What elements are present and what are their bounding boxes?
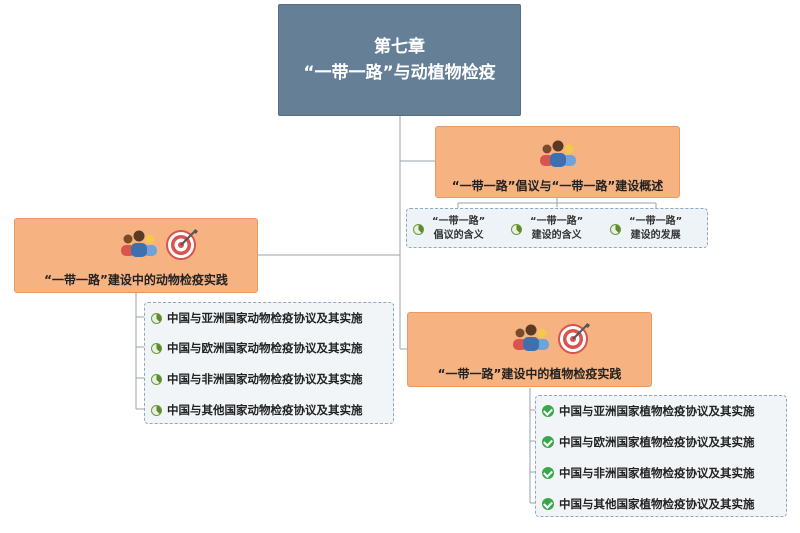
root-topic[interactable]: 第七章 “一带一路”与动植物检疫 — [278, 4, 521, 116]
people-icon — [513, 324, 549, 351]
list-item[interactable]: 中国与欧洲国家植物检疫协议及其实施 — [536, 427, 786, 457]
list-item[interactable]: 中国与亚洲国家动物检疫协议及其实施 — [145, 303, 393, 333]
list-item-label: 中国与其他国家植物检疫协议及其实施 — [559, 497, 755, 511]
list-item-label: 中国与非洲国家动物检疫协议及其实施 — [167, 372, 363, 386]
overview-subtopics: “一带一路” 倡议的含义 “一带一路” 建设的含义 “一带一路” 建设的发展 — [406, 208, 708, 248]
subtopic-line2: 建设的发展 — [630, 230, 681, 241]
subtopic-item[interactable]: “一带一路” 建设的发展 — [610, 213, 705, 245]
target-icon — [166, 229, 198, 260]
progress-icon — [151, 373, 162, 385]
subtopic-item[interactable]: “一带一路” 建设的含义 — [511, 213, 606, 245]
subtopic-line1: “一带一路” — [432, 216, 486, 227]
list-item-label: 中国与其他国家动物检疫协议及其实施 — [167, 403, 363, 417]
progress-icon — [511, 223, 522, 235]
list-item-label: 中国与欧洲国家植物检疫协议及其实施 — [559, 435, 755, 449]
subtopic-line1: “一带一路” — [530, 216, 584, 227]
topic-plant-quarantine[interactable]: “一带一路”建设中的植物检疫实践 — [407, 312, 652, 387]
list-item-label: 中国与欧洲国家动物检疫协议及其实施 — [167, 341, 363, 355]
people-icon — [540, 140, 576, 167]
list-item[interactable]: 中国与非洲国家动物检疫协议及其实施 — [145, 364, 393, 394]
subtopic-line2: 建设的含义 — [531, 230, 582, 241]
list-item[interactable]: 中国与其他国家植物检疫协议及其实施 — [536, 489, 786, 519]
subtopic-line2: 倡议的含义 — [433, 230, 484, 241]
list-item-label: 中国与非洲国家植物检疫协议及其实施 — [559, 466, 755, 480]
root-title-line1: 第七章 — [374, 37, 425, 57]
subtopic-line1: “一带一路” — [629, 216, 683, 227]
root-title-line2: “一带一路”与动植物检疫 — [303, 63, 496, 83]
list-item[interactable]: 中国与欧洲国家动物检疫协议及其实施 — [145, 333, 393, 363]
list-item-label: 中国与亚洲国家动物检疫协议及其实施 — [167, 311, 363, 325]
list-item-label: 中国与亚洲国家植物检疫协议及其实施 — [559, 404, 755, 418]
progress-icon — [151, 404, 162, 416]
progress-icon — [610, 223, 621, 235]
target-icon — [558, 323, 590, 354]
topic-overview-label: “一带一路”倡议与“一带一路”建设概述 — [451, 179, 664, 193]
topic-plant-label: “一带一路”建设中的植物检疫实践 — [437, 367, 622, 381]
check-icon — [542, 498, 554, 510]
list-item[interactable]: 中国与非洲国家植物检疫协议及其实施 — [536, 458, 786, 488]
check-icon — [542, 467, 554, 479]
progress-icon — [151, 312, 162, 324]
check-icon — [542, 436, 554, 448]
topic-overview[interactable]: “一带一路”倡议与“一带一路”建设概述 — [435, 126, 680, 198]
check-icon — [542, 405, 554, 417]
topic-animal-label: “一带一路”建设中的动物检疫实践 — [44, 273, 228, 287]
list-item[interactable]: 中国与亚洲国家植物检疫协议及其实施 — [536, 396, 786, 426]
people-icon — [121, 230, 157, 257]
plant-practice-list: 中国与亚洲国家植物检疫协议及其实施 中国与欧洲国家植物检疫协议及其实施 中国与非… — [535, 395, 787, 517]
subtopic-item[interactable]: “一带一路” 倡议的含义 — [413, 213, 508, 245]
list-item[interactable]: 中国与其他国家动物检疫协议及其实施 — [145, 395, 393, 425]
progress-icon — [413, 223, 424, 235]
animal-practice-list: 中国与亚洲国家动物检疫协议及其实施 中国与欧洲国家动物检疫协议及其实施 中国与非… — [144, 302, 394, 424]
topic-animal-quarantine[interactable]: “一带一路”建设中的动物检疫实践 — [14, 218, 258, 293]
progress-icon — [151, 342, 162, 354]
